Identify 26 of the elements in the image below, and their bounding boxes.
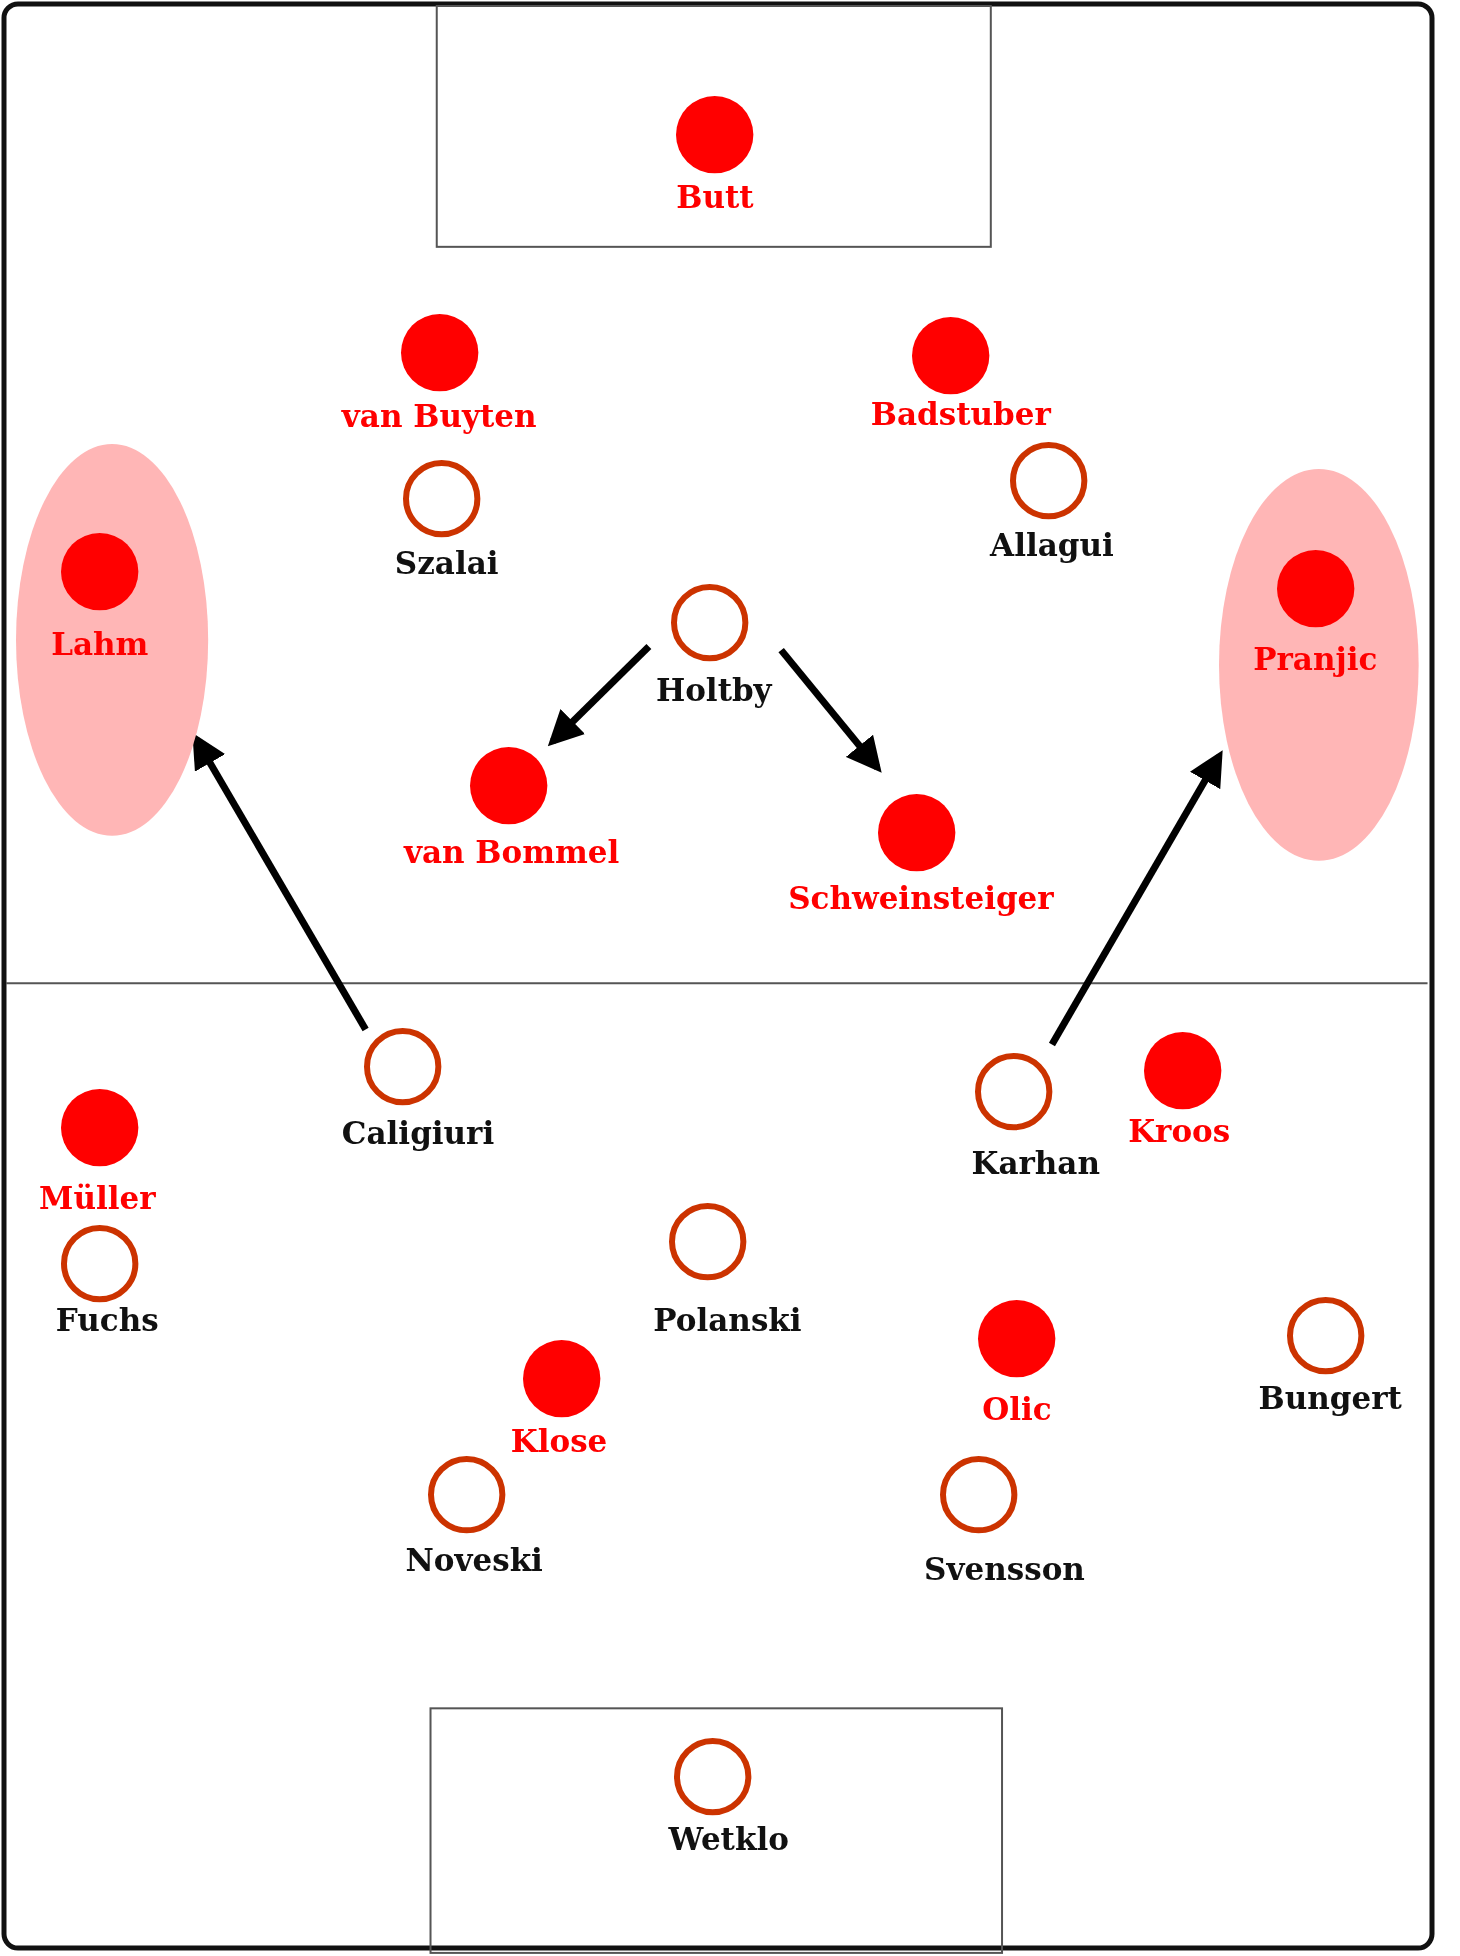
arrow [547, 643, 652, 747]
player-name: Butt [676, 180, 754, 215]
player-name: van Buyten [341, 398, 537, 433]
player-name: Bungert [1258, 1380, 1402, 1415]
player-name: Wetklo [668, 1822, 789, 1857]
player-name: Müller [39, 1180, 156, 1215]
player-name: Badstuber [870, 397, 1051, 432]
player-name: Caligiuri [341, 1116, 495, 1151]
player-name: Svensson [924, 1551, 1085, 1586]
player-name: Noveski [405, 1542, 543, 1577]
player-name: Schweinsteiger [788, 881, 1054, 916]
arrow [192, 732, 369, 1032]
arrow [778, 647, 882, 773]
player-name: Klose [510, 1424, 608, 1459]
player-name: Pranjic [1253, 641, 1378, 676]
player-name: Karhan [971, 1145, 1100, 1181]
player-name: van Bommel [403, 835, 620, 870]
player-name: Kroos [1128, 1113, 1231, 1148]
player-name: Olic [982, 1391, 1052, 1426]
player-name: Holtby [655, 673, 772, 708]
player-name: Fuchs [55, 1303, 159, 1338]
arrow [1048, 750, 1223, 1047]
player-name: Szalai [394, 545, 499, 580]
player-name: Allagui [990, 528, 1114, 563]
player-name: Polanski [653, 1303, 802, 1338]
player-name: Lahm [51, 626, 149, 661]
